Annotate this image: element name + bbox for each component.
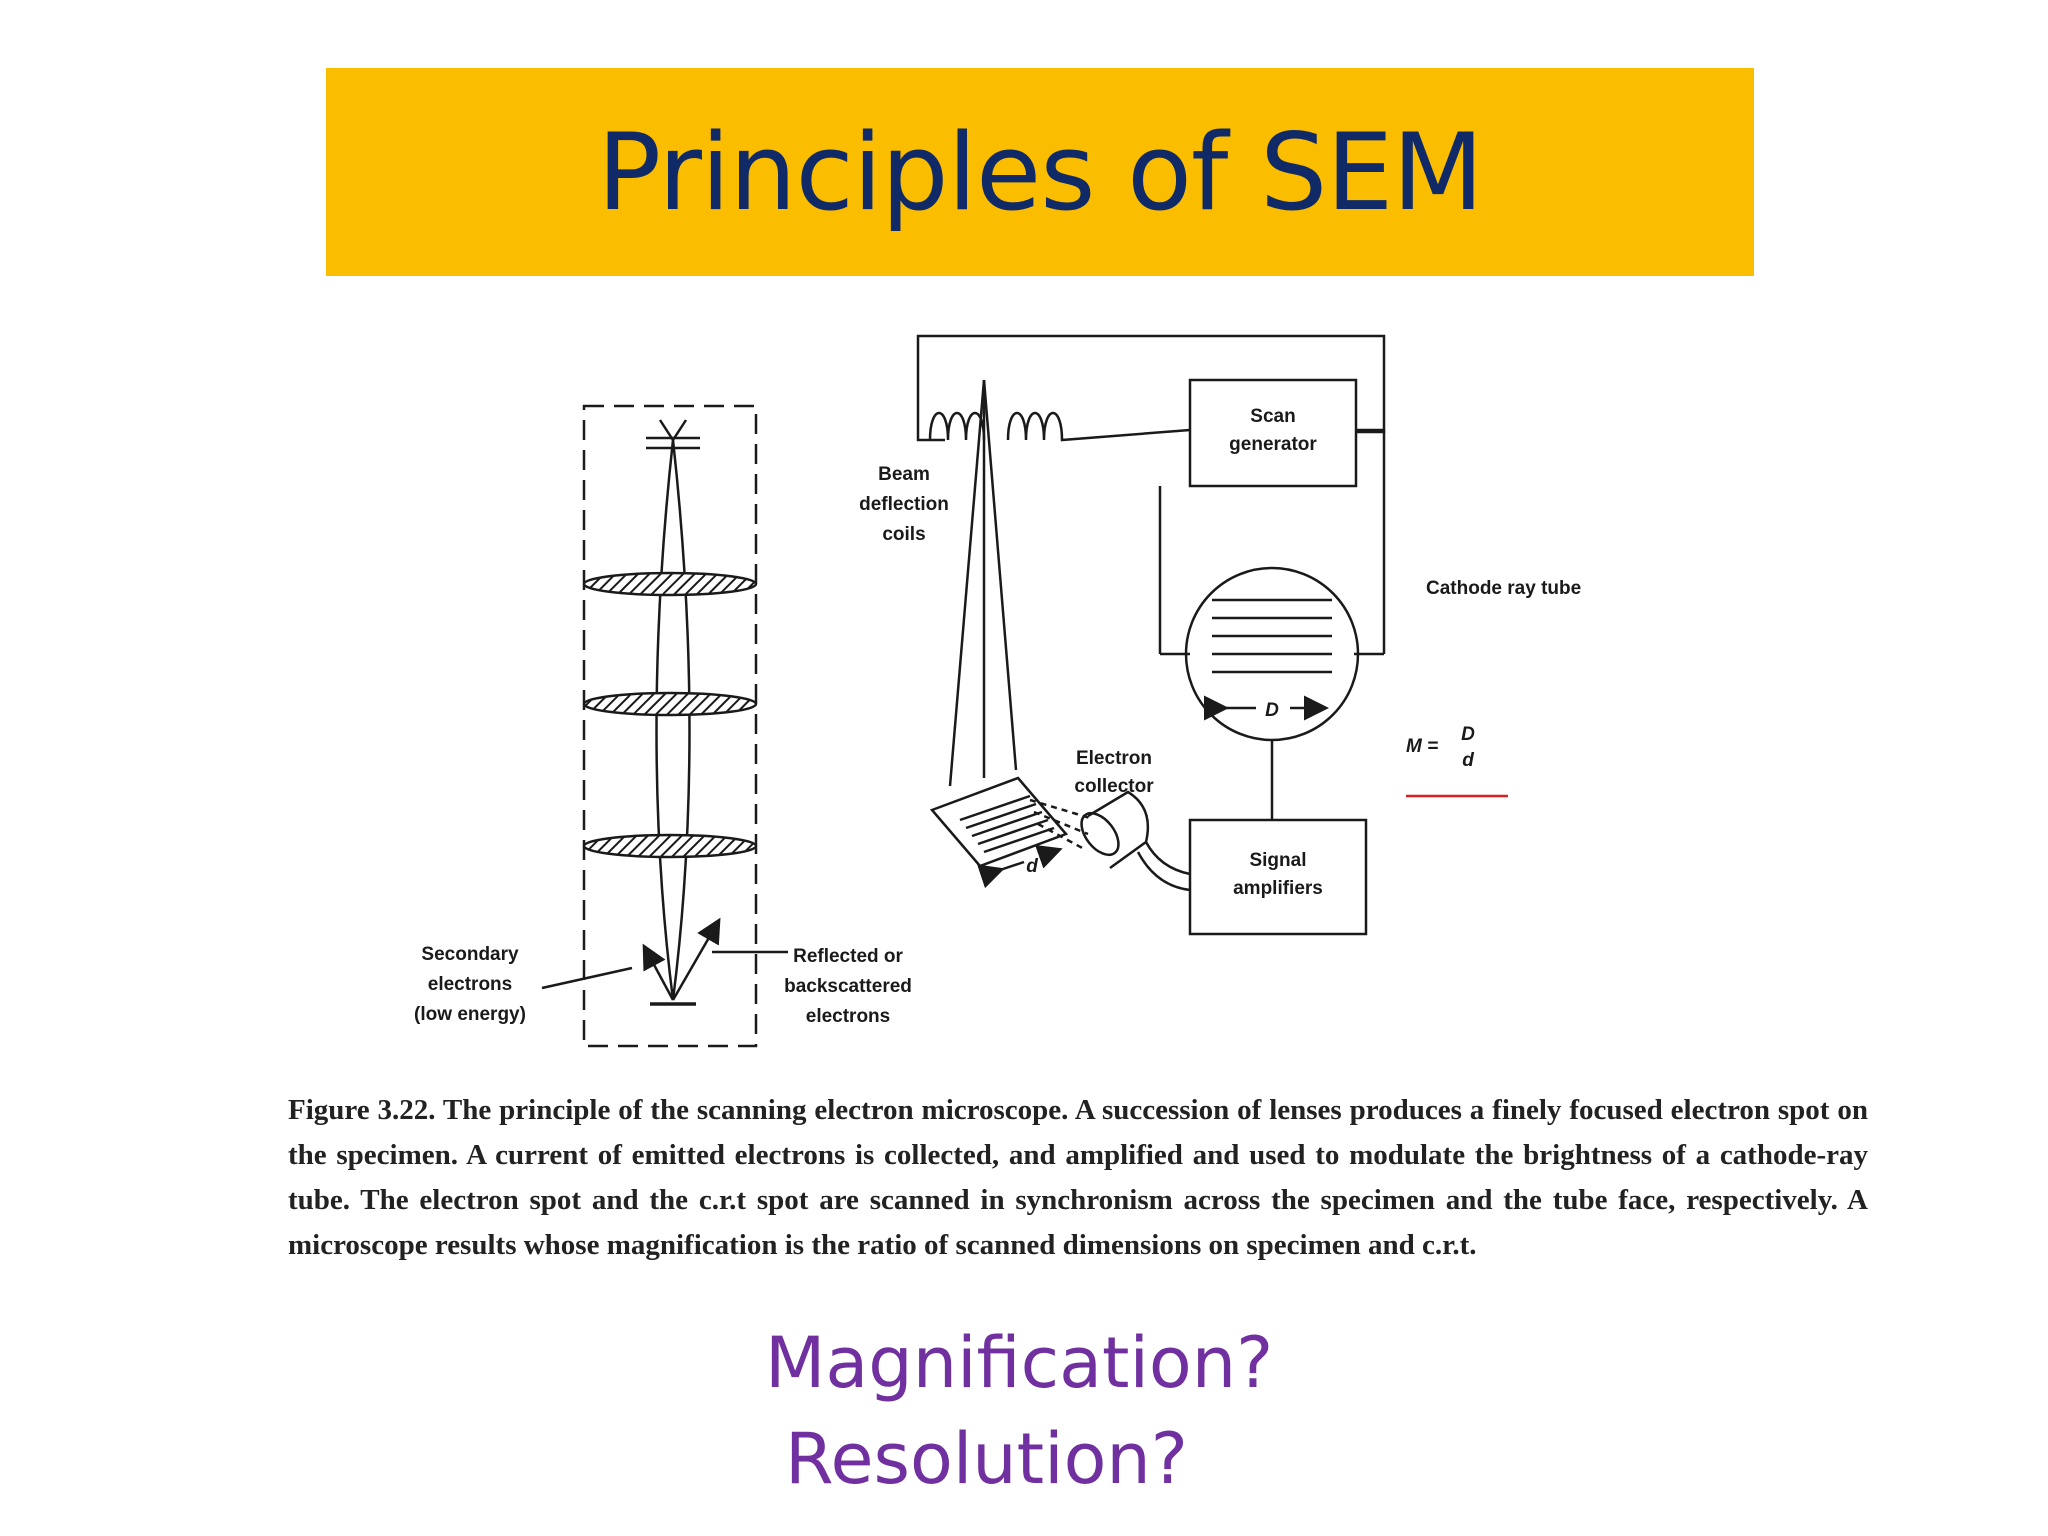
beam-deflection-label-1: Beam: [878, 464, 930, 485]
crt-dimension-label: D: [1265, 700, 1279, 721]
beam-deflection-label-2: deflection: [859, 494, 949, 515]
formula-m: M =: [1406, 736, 1438, 757]
column-enclosure: [582, 404, 758, 1048]
resolution-question: Resolution?: [785, 1418, 1188, 1500]
beam-deflection-label-3: coils: [882, 524, 925, 545]
signal-amplifiers-label-2: amplifiers: [1233, 878, 1323, 899]
sem-principle-diagram: Beam deflection coils Scan generator Cat…: [414, 334, 1581, 1048]
cathode-ray-tube-label: Cathode ray tube: [1426, 578, 1581, 599]
electron-collector-label-2: collector: [1074, 776, 1154, 797]
secondary-electrons-label-2: electrons: [428, 974, 512, 995]
formula-denominator: d: [1462, 750, 1474, 771]
signal-amplifiers-label-1: Signal: [1249, 850, 1306, 871]
specimen-dimension-label: d: [1026, 856, 1038, 877]
objective-lens: [582, 833, 758, 859]
secondary-electrons-label-3: (low energy): [414, 1004, 526, 1025]
condenser-lens-1: [582, 571, 758, 597]
backscattered-label-3: electrons: [806, 1006, 890, 1027]
scan-generator-label-2: generator: [1229, 434, 1317, 455]
electron-collector: [1080, 790, 1191, 892]
magnification-question: Magnification?: [765, 1322, 1274, 1404]
condenser-lens-2: [582, 691, 758, 717]
electron-beam: [655, 439, 675, 1001]
scan-wire: [916, 334, 1386, 442]
scanned-specimen: [929, 776, 1069, 868]
electron-collector-label-1: Electron: [1076, 748, 1152, 769]
scan-generator-label-1: Scan: [1250, 406, 1295, 427]
figure-caption: Figure 3.22. The principle of the scanni…: [288, 1094, 1868, 1261]
slide-title: Principles of SEM: [597, 110, 1483, 234]
backscattered-label-1: Reflected or: [793, 946, 903, 967]
backscattered-label-2: backscattered: [784, 976, 912, 997]
deflection-coils: [928, 411, 986, 441]
title-banner: Principles of SEM: [326, 68, 1754, 276]
scan-generator-box: [1188, 378, 1358, 488]
formula-numerator: D: [1461, 724, 1475, 745]
secondary-electrons-label-1: Secondary: [421, 944, 519, 965]
signal-amplifiers-box: [1188, 818, 1368, 936]
